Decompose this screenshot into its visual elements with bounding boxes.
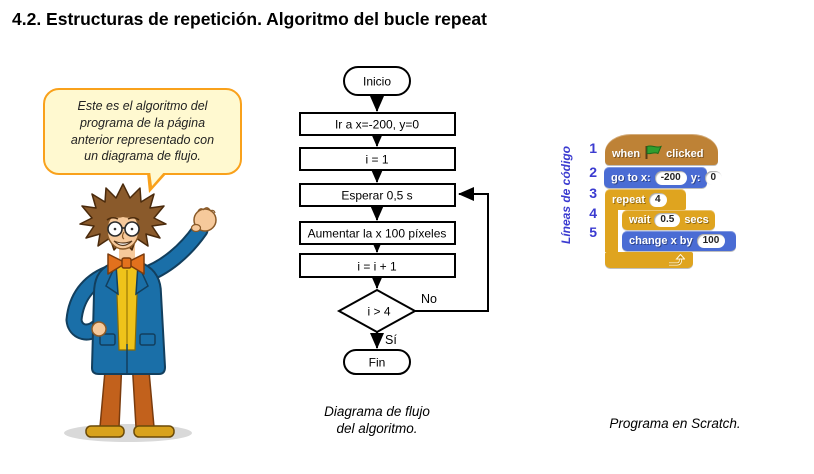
flowchart-node-inicio xyxy=(343,66,411,96)
goto-label: go to x: xyxy=(611,171,651,184)
character-bow-tie xyxy=(107,253,127,275)
x-value-input: -200 xyxy=(654,170,687,185)
scratch-block-wait-secs: wait 0.5 secs xyxy=(622,210,715,230)
speech-bubble-tail-fill xyxy=(150,171,165,186)
flowchart-step-label: i = 1 xyxy=(365,153,388,167)
repeat-label: repeat xyxy=(612,193,646,206)
loop-arrow-icon xyxy=(669,254,685,266)
character-left-arm xyxy=(67,267,115,339)
wait-label: wait xyxy=(629,214,651,226)
flowchart-node-step xyxy=(299,183,456,207)
character-hip-hand xyxy=(91,321,107,337)
scratch-caption: Programa en Scratch. xyxy=(609,416,741,431)
flowchart-node-inicio-label: Inicio xyxy=(363,75,391,89)
repeat-block-footer xyxy=(605,252,693,268)
flowchart-decision-node xyxy=(336,288,418,334)
flowchart-step-label: i = i + 1 xyxy=(357,260,397,274)
green-flag-icon xyxy=(645,145,663,159)
character-smile xyxy=(113,240,133,247)
flowchart-step-label: Ir a x=-200, y=0 xyxy=(335,118,419,132)
flowchart-arrows xyxy=(370,95,489,349)
change-label: change x by xyxy=(629,235,693,247)
flowchart-node-step xyxy=(299,253,456,278)
flowchart-step-label: Aumentar la x 100 píxeles xyxy=(308,227,447,241)
scratch-block-go-to-xy: go to x: -200 y: 0 xyxy=(604,167,723,188)
hat-block-text: clicked xyxy=(666,148,704,160)
repeat-block-arm xyxy=(605,210,618,252)
flowchart-node-fin xyxy=(343,349,411,375)
flowchart-step-label: Esperar 0,5 s xyxy=(341,189,412,203)
scratch-block-when-flag-clicked: when clicked xyxy=(605,134,718,165)
branch-label-no: No xyxy=(421,292,437,306)
flowchart: Inicio Ir a x=-200, y=0 i = 1 Esperar 0,… xyxy=(299,66,489,375)
flowchart-node-fin-label: Fin xyxy=(369,356,386,370)
teacher-character-illustration xyxy=(64,183,217,442)
speech-bubble: Este es el algoritmo del programa de la … xyxy=(43,88,242,175)
line-number: 3 xyxy=(589,185,597,201)
speech-bubble-text: Este es el algoritmo del programa de la … xyxy=(70,98,215,164)
wait-value-input: 0.5 xyxy=(654,213,681,227)
character-shoe xyxy=(133,425,175,438)
line-number: 2 xyxy=(589,164,597,180)
character-shoe xyxy=(85,425,125,438)
branch-label-yes: Sí xyxy=(385,333,397,347)
lines-of-code-label: Líneas de código xyxy=(559,146,573,245)
scratch-block-repeat: repeat 4 xyxy=(605,189,737,268)
repeat-count-input: 4 xyxy=(649,192,667,207)
wait-suffix: secs xyxy=(684,214,709,226)
scratch-block-change-x-by: change x by 100 xyxy=(622,231,736,251)
flowchart-node-step xyxy=(299,112,456,136)
hat-block-text: when xyxy=(612,148,641,160)
line-number: 5 xyxy=(589,224,597,240)
flowchart-caption: Diagrama de flujo del algoritmo. xyxy=(324,404,430,436)
flowchart-node-step xyxy=(299,147,456,171)
repeat-block-header: repeat 4 xyxy=(605,189,686,210)
change-value-input: 100 xyxy=(696,234,726,248)
flowchart-decision-label: i > 4 xyxy=(367,305,390,319)
goto-y-label: y: xyxy=(690,171,701,184)
line-number: 4 xyxy=(589,205,597,221)
page-title: 4.2. Estructuras de repetición. Algoritm… xyxy=(12,9,487,29)
scratch-program: Líneas de código 1 2 3 4 5 when clicked … xyxy=(555,125,795,295)
line-number: 1 xyxy=(589,140,597,156)
y-value-input: 0 xyxy=(704,170,723,185)
flowchart-node-step xyxy=(299,221,456,245)
